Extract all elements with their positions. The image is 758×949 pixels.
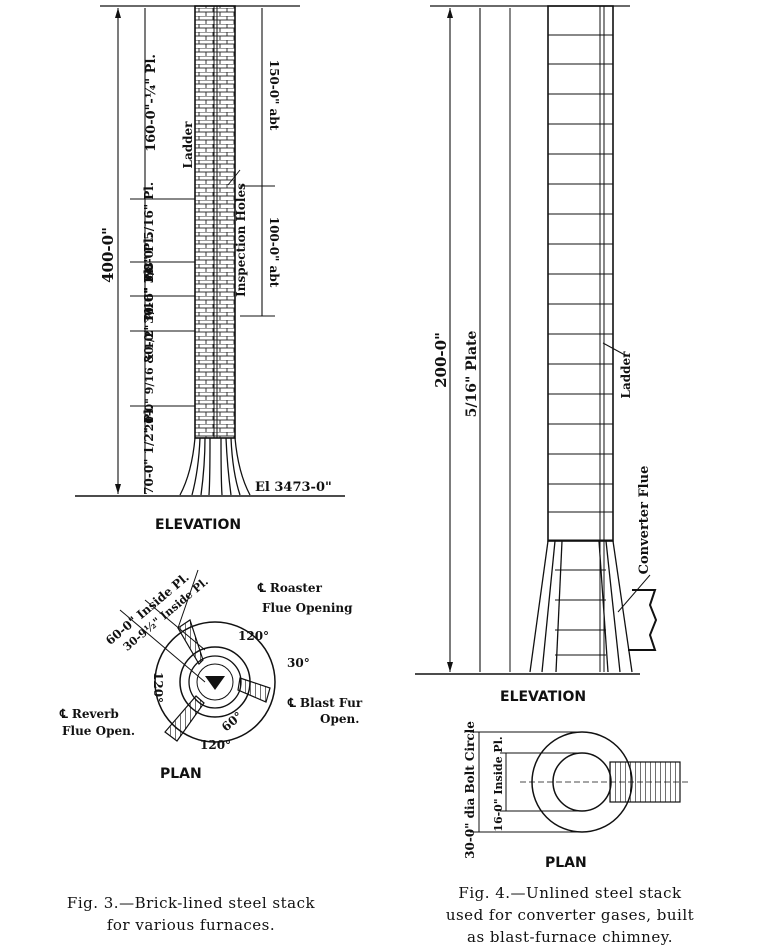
fig4-ladder-label: Ladder — [619, 351, 633, 399]
fig3-section-3: 30-0" 3/8" Pl. — [142, 234, 156, 324]
fig4-plan-title: PLAN — [545, 855, 587, 871]
fig4-total-height: 200-0" — [432, 332, 450, 388]
fig3-plan-title: PLAN — [160, 766, 202, 782]
fig3-plan-blast: ℄ Blast Fur — [287, 696, 363, 710]
fig3-plan-roaster: ℄ Roaster — [257, 581, 323, 595]
fig3-flared-base — [179, 437, 251, 496]
fig3-inspection-holes: Inspection Holes — [234, 183, 248, 297]
fig4-plate-seams — [548, 34, 613, 656]
fig4-flared-base — [529, 540, 633, 673]
fig3-lower-height: 100-0" abt — [267, 217, 281, 288]
fig3-plan-reverb-2: Flue Open. — [62, 724, 135, 738]
fig3-total-height: 400-0" — [99, 227, 117, 283]
fig3-elevation-level: El 3473-0" — [255, 480, 332, 495]
fig3-plan-angle-120b: 120° — [151, 672, 165, 703]
fig3-plan-outer-circle — [154, 621, 276, 743]
fig4-plate: 5/16" Plate — [464, 331, 480, 418]
fig3-caption: Fig. 3.—Brick-lined steel stack for vari… — [6, 892, 376, 936]
fig4-plan-inside: 16-0" Inside Pl. — [492, 736, 505, 831]
fig3-brick-stack — [194, 5, 236, 439]
fig3-caption-line1: Fig. 3.—Brick-lined steel stack — [66, 894, 316, 912]
fig3-blast-flue — [237, 677, 271, 703]
fig3-plan-roaster-2: Flue Opening — [262, 601, 353, 615]
fig4-converter-flue-label: Converter Flue — [637, 466, 652, 575]
fig3-section-5: 20-0" 9/16 & 1/2" Pl. — [143, 305, 156, 432]
fig3-section-6: 70-0" 1/2" Pl. — [142, 405, 156, 495]
fig3-ladder-label: Ladder — [181, 121, 195, 169]
fig4-caption-line1: Fig. 4.—Unlined steel stack — [458, 884, 682, 902]
fig4-plan: 30-0" dia Bolt Circle 16-0" Inside Pl. P… — [463, 721, 690, 871]
fig4-converter-flue — [628, 589, 658, 651]
fig3-plan-angle-120c: 120° — [200, 738, 231, 752]
fig4-elevation: Converter Flue 200-0" 5/16" Plate Ladder… — [415, 5, 658, 705]
fig3-plan-reverb: ℄ Reverb — [59, 707, 119, 721]
fig4-caption: Fig. 4.—Unlined steel stack used for con… — [385, 882, 755, 948]
fig3-reverb-flue — [164, 695, 205, 742]
fig3-plan-angle-120a: 120° — [238, 629, 269, 643]
fig3-upper-height: 150-0" abt — [267, 60, 281, 131]
fig4-caption-line3: as blast-furnace chimney. — [467, 928, 673, 946]
fig3-section-4: 30-0" 7/16" Pl. — [142, 265, 156, 363]
fig3-plan: 60-0" Inside Pl. 30-9½" Inside Pl. ℄ Roa… — [59, 569, 363, 782]
fig3-section-2: 60-0" 5/16" Pl. — [142, 182, 156, 280]
fig3-plan-angle-60: 60° — [219, 709, 245, 734]
fig3-elevation: 400-0" 160-0"-¼" Pl. 60-0" 5/16" Pl. 30-… — [75, 5, 345, 533]
fig3-plan-angle-30: 30° — [287, 656, 310, 670]
fig4-elevation-title: ELEVATION — [500, 689, 586, 705]
fig3-caption-line2: for various furnaces. — [106, 916, 276, 934]
fig3-section-1: 160-0"-¼" Pl. — [144, 54, 159, 152]
fig4-plan-bolt-circle: 30-0" dia Bolt Circle — [463, 721, 477, 859]
fig3-plan-blast-2: Open. — [320, 712, 359, 726]
fig3-elevation-title: ELEVATION — [155, 517, 241, 533]
fig4-caption-line2: used for converter gases, built — [445, 906, 695, 924]
